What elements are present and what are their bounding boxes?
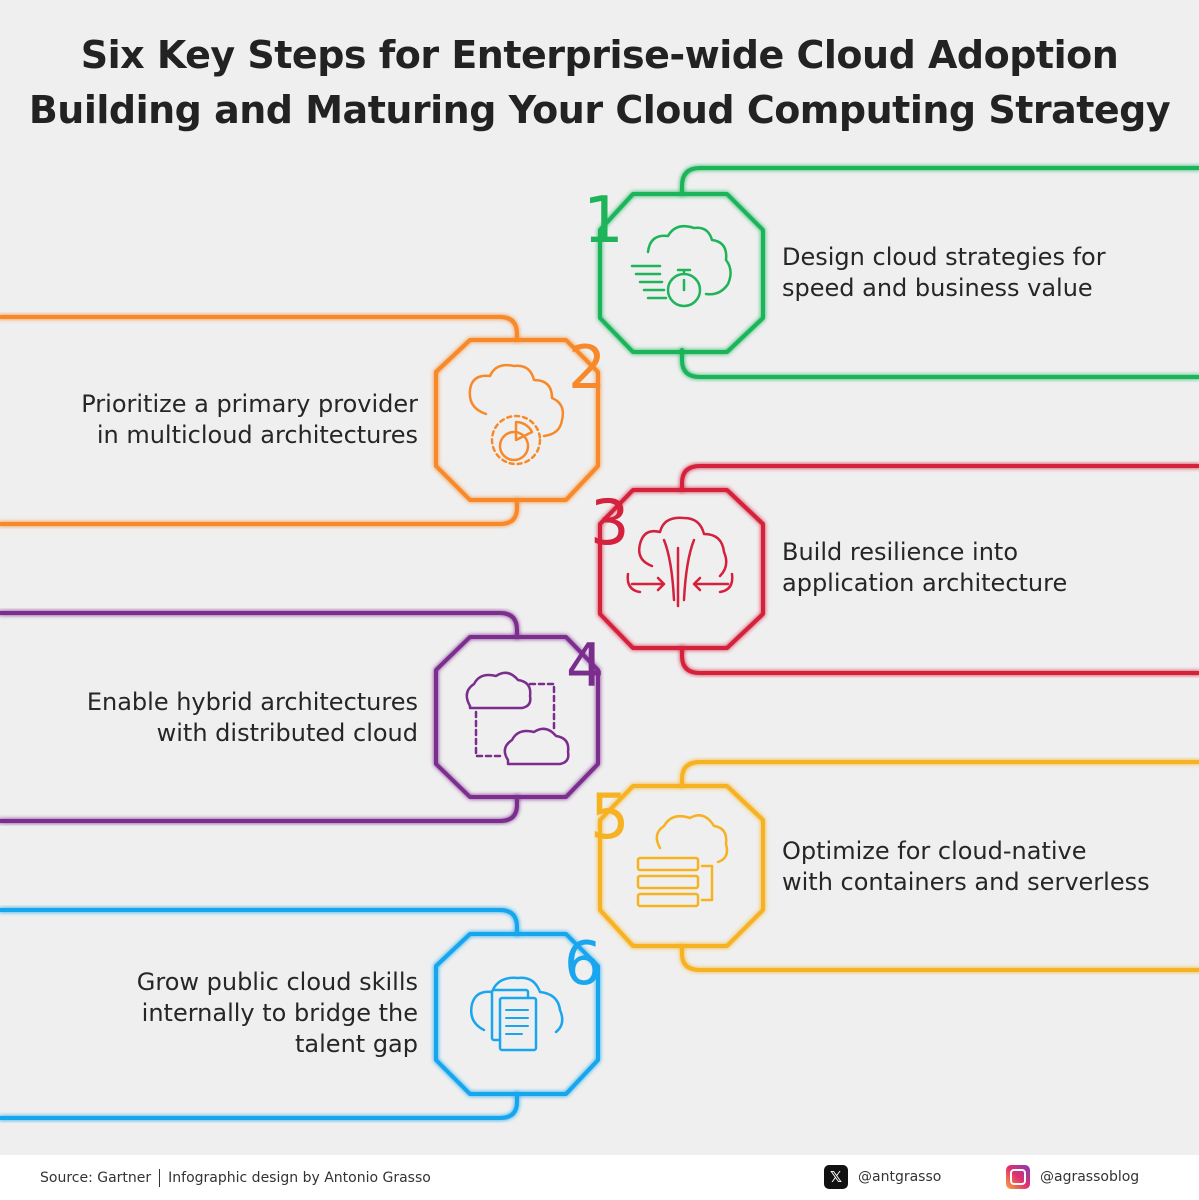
instagram-icon [1006,1165,1030,1189]
step-2-connector-bottom [0,498,519,526]
step-6-number: 6 [564,929,602,999]
step-3-connector-bottom [680,646,1199,675]
hybrid-clouds-icon [465,671,570,766]
step-5-octagon [598,784,765,948]
instagram-handle-link[interactable]: @agrassoblog [1006,1164,1139,1190]
step-2-text-line-1: Prioritize a primary provider [81,390,418,418]
footer-source: Source: Gartner Infographic design by Ant… [40,1169,431,1187]
step-4-octagon [434,635,600,799]
cloud-documents-icon [470,976,564,1052]
step-6-text-line-3: talent gap [295,1030,418,1058]
step-1-connector-bottom [680,348,1199,379]
title-line-1: Six Key Steps for Enterprise-wide Cloud … [80,33,1119,77]
step-3-connector-top [680,464,1199,492]
credit-text: Infographic design by Antonio Grasso [168,1170,431,1186]
step-1-number: 1 [583,184,624,258]
step-4-connector-bottom [0,795,519,823]
step-1-connector-top [680,166,1199,196]
step-5-text-line-1: Optimize for cloud-native [782,837,1087,865]
step-5-number: 5 [590,780,629,853]
step-6-connector-bottom [0,1092,519,1120]
step-2-octagon [434,338,600,502]
step-3-number: 3 [590,486,629,559]
x-logo-icon: 𝕏 [824,1165,848,1189]
cloud-stopwatch-icon [630,225,732,308]
x-handle-text: @antgrasso [858,1169,942,1185]
step-5-connector-bottom [680,944,1199,972]
step-2-description: Prioritize a primary provider in multicl… [81,389,418,451]
step-4-text-line-2: with distributed cloud [156,719,418,747]
step-4-number: 4 [566,631,604,701]
step-6-octagon [434,932,600,1096]
step-2-text-line-2: in multicloud architectures [96,421,418,449]
step-3-text-line-2: application architecture [782,569,1068,597]
steps-graphic: 1 2 3 [0,166,1199,1120]
footer: Source: Gartner Infographic design by Ant… [0,1155,1199,1200]
step-6: 6 [0,908,1199,1120]
step-4: 4 [0,611,1199,823]
x-handle-link[interactable]: 𝕏 @antgrasso [824,1164,941,1190]
step-2: 2 [0,315,1199,526]
step-3-text-line-1: Build resilience into [782,538,1019,566]
step-6-description: Grow public cloud skills internally to b… [137,967,418,1060]
step-2-connector-top [0,315,519,342]
step-6-text-line-1: Grow public cloud skills [136,968,418,996]
cloud-server-icon [636,814,729,908]
step-3: 3 [0,464,1199,675]
step-4-text-line-1: Enable hybrid architectures [86,688,418,716]
step-1-octagon [598,192,765,354]
step-5-connector-top [680,760,1199,788]
step-4-description: Enable hybrid architectures with distrib… [87,687,418,749]
step-3-octagon [598,488,765,650]
step-1: 1 [0,166,1199,379]
title-line-2: Building and Maturing Your Cloud Computi… [28,88,1171,132]
step-6-text-line-2: internally to bridge the [141,999,418,1027]
cloud-resilience-icon [626,516,734,608]
cloud-pie-chart-icon [468,363,565,466]
source-text: Source: Gartner [40,1170,152,1186]
step-6-connector-top [0,908,519,936]
page-title: Six Key Steps for Enterprise-wide Cloud … [0,28,1199,138]
step-3-description: Build resilience into application archit… [782,537,1067,599]
instagram-handle-text: @agrassoblog [1040,1169,1140,1185]
footer-divider [159,1169,161,1187]
step-1-text-line-2: speed and business value [782,274,1093,302]
step-1-text-line-1: Design cloud strategies for [782,243,1106,271]
step-5-description: Optimize for cloud-native with container… [782,836,1150,898]
step-5: 5 [0,760,1199,972]
step-2-number: 2 [568,333,606,403]
step-1-description: Design cloud strategies for speed and bu… [782,242,1106,304]
step-5-text-line-2: with containers and serverless [782,868,1150,896]
step-4-connector-top [0,611,519,639]
